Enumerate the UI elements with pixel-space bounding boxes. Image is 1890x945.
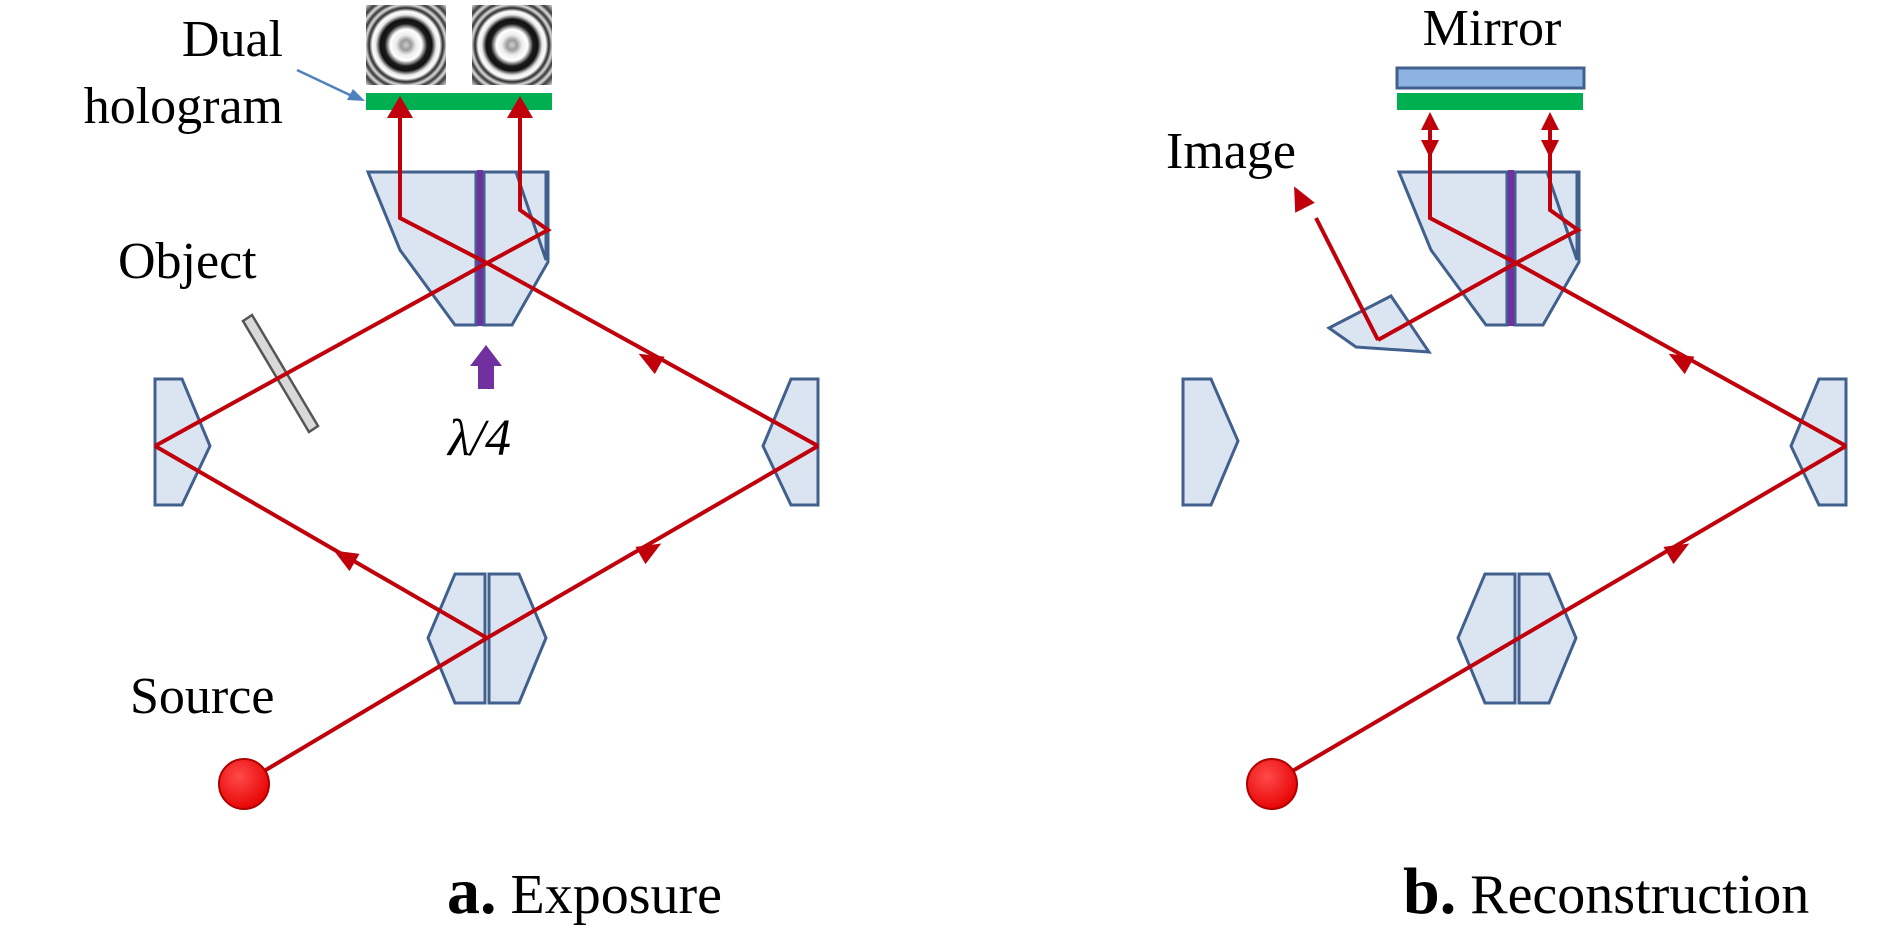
right-prism-b: [1789, 377, 1848, 507]
left-prism-b: [1181, 377, 1240, 507]
beam-paths-a: [153, 118, 820, 785]
caption-a-text: Exposure: [497, 864, 723, 926]
bottom-prism-left-b: [1456, 572, 1517, 705]
caption-a: a. Exposure: [349, 855, 792, 928]
dual-hologram-label-line2: hologram: [84, 78, 283, 135]
source-label: Source: [130, 668, 274, 725]
left-prism: [153, 377, 212, 507]
caption-b-letter: b.: [1403, 855, 1456, 928]
bottom-prism-right-b: [1517, 572, 1578, 705]
object-label: Object: [118, 233, 257, 290]
top-prism-corner-b: [1544, 170, 1579, 261]
caption-a-letter: a.: [447, 855, 497, 928]
dual-hologram-label-line1: Dual: [182, 11, 283, 68]
right-prism: [761, 377, 820, 507]
top-prism-left: [365, 170, 478, 327]
fringe-pattern-left-icon: [366, 5, 446, 85]
quarter-wave-label: λ/4: [446, 410, 511, 467]
panel-a-exposure: Dual hologram Object λ/4 Source: [84, 5, 820, 928]
beam-paths-b: [1270, 118, 1848, 785]
dual-hologram-plate: [366, 93, 552, 110]
bottom-prism-left: [426, 572, 487, 705]
mirror: [1395, 66, 1586, 90]
waveplate-pointer-up-arrow-icon: [470, 345, 502, 389]
hologram-pointer-arrow: [296, 68, 365, 101]
hologram-plate-b: [1397, 93, 1583, 110]
fringe-pattern-right-icon: [472, 5, 552, 85]
image-prism: [1326, 294, 1432, 354]
source-point-icon-b: [1246, 758, 1298, 810]
waveplate-b: [1508, 170, 1514, 326]
quarter-wave-plate: [477, 170, 483, 326]
object-plate: [241, 313, 320, 434]
beam-arrowheads-b: [1294, 112, 1695, 565]
beam-arrowheads-a: [333, 96, 665, 572]
caption-b: b. Reconstruction: [1305, 855, 1879, 928]
bottom-prism-right: [487, 572, 548, 705]
caption-b-text: Reconstruction: [1456, 864, 1809, 926]
top-prism-left-b: [1396, 170, 1509, 327]
mirror-label: Mirror: [1423, 0, 1562, 57]
source-point-icon: [218, 758, 270, 810]
image-label: Image: [1166, 123, 1296, 180]
panel-b-reconstruction: Mirror Image: [1166, 0, 1879, 928]
